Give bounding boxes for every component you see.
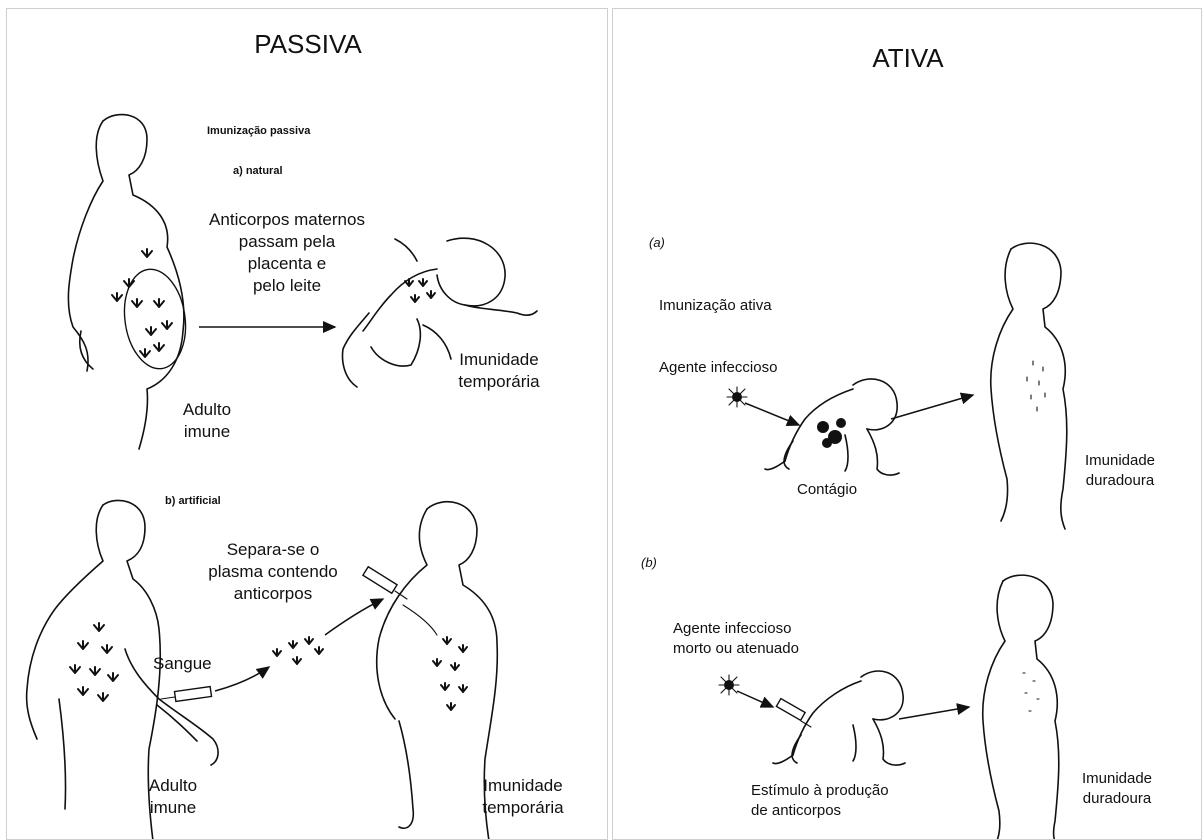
natural-caption-line: pelo leite xyxy=(167,275,407,297)
immunity-arrow-b xyxy=(899,707,969,719)
result-b-line: Imunidade xyxy=(1067,769,1167,789)
stimulus-label: Estímulo à produção de anticorpos xyxy=(751,781,889,821)
contagion-label: Contágio xyxy=(797,481,857,498)
result-a-line: duradoura xyxy=(1075,471,1165,491)
artificial-caption-line: plasma contendo xyxy=(183,561,363,583)
agent-b-line: Agente infeccioso xyxy=(673,619,799,639)
immunity-arrow-a xyxy=(891,395,973,419)
antibody-cluster-plasma xyxy=(273,637,323,664)
passive-immunization-panel: PASSIVA Imunização passiva a) natural An… xyxy=(6,8,608,840)
antibody-cluster-woman-a xyxy=(1027,361,1045,411)
natural-adult-line: imune xyxy=(167,421,247,443)
natural-subheading: a) natural xyxy=(233,165,283,177)
pathogen-cluster-infant xyxy=(817,418,846,448)
natural-result-line: Imunidade xyxy=(439,349,559,371)
agent-label-b: Agente infeccioso morto ou atenuado xyxy=(673,619,799,659)
active-title: ATIVA xyxy=(613,43,1202,74)
pathogen-icon xyxy=(727,387,747,407)
artificial-result-line: Imunidade xyxy=(463,775,583,797)
passive-title: PASSIVA xyxy=(7,29,608,60)
label-b: (b) xyxy=(641,555,657,570)
agent-b-line: morto ou atenuado xyxy=(673,639,799,659)
antibody-cluster-recipient xyxy=(433,637,467,710)
agent-label-a: Agente infeccioso xyxy=(659,359,777,376)
active-illustration xyxy=(613,9,1202,840)
natural-result-line: temporária xyxy=(439,371,559,393)
artificial-adult-line: Adulto xyxy=(133,775,213,797)
artificial-adult-line: imune xyxy=(133,797,213,819)
artificial-caption: Separa-se o plasma contendo anticorpos xyxy=(183,539,363,605)
crawling-infant-figure-b xyxy=(773,671,905,765)
natural-adult-label: Adulto imune xyxy=(167,399,247,443)
natural-result-label: Imunidade temporária xyxy=(439,349,559,393)
natural-caption-line: passam pela xyxy=(167,231,407,253)
stimulus-line: de anticorpos xyxy=(751,801,889,821)
injection-line xyxy=(403,605,437,635)
immune-woman-figure-b xyxy=(983,575,1059,840)
antibody-cluster-maternal xyxy=(112,249,172,357)
label-a: (a) xyxy=(649,235,665,250)
artificial-result-label: Imunidade temporária xyxy=(463,775,583,819)
result-label-a: Imunidade duradoura xyxy=(1075,451,1165,491)
vaccine-arrow-1 xyxy=(737,691,773,707)
antibody-cluster-woman-b xyxy=(1023,673,1039,711)
syringe-icon xyxy=(161,687,212,702)
blood-label: Sangue xyxy=(153,653,212,675)
artificial-result-line: temporária xyxy=(463,797,583,819)
natural-caption-line: Anticorpos maternos xyxy=(167,209,407,231)
artificial-adult-label: Adulto imune xyxy=(133,775,213,819)
natural-caption-line: placenta e xyxy=(167,253,407,275)
result-label-b: Imunidade duradoura xyxy=(1067,769,1167,809)
natural-caption: Anticorpos maternos passam pela placenta… xyxy=(167,209,407,297)
artificial-caption-line: Separa-se o xyxy=(183,539,363,561)
artificial-caption-line: anticorpos xyxy=(183,583,363,605)
attenuated-pathogen-icon xyxy=(719,675,739,695)
immune-woman-figure-a xyxy=(991,243,1067,529)
natural-adult-line: Adulto xyxy=(167,399,247,421)
result-b-line: duradoura xyxy=(1067,789,1167,809)
active-immunization-panel: ATIVA (a) Imunização ativa Agente infecc… xyxy=(612,8,1202,840)
stimulus-line: Estímulo à produção xyxy=(751,781,889,801)
antibody-cluster-infant xyxy=(405,279,435,302)
passive-heading: Imunização passiva xyxy=(207,125,310,137)
result-a-line: Imunidade xyxy=(1075,451,1165,471)
antibody-cluster-donor xyxy=(70,623,118,701)
crawling-infant-figure xyxy=(765,379,899,475)
plasma-arrow-1 xyxy=(215,667,269,691)
active-heading: Imunização ativa xyxy=(659,297,772,314)
infection-arrow xyxy=(745,403,799,425)
artificial-subheading: b) artificial xyxy=(165,495,221,507)
